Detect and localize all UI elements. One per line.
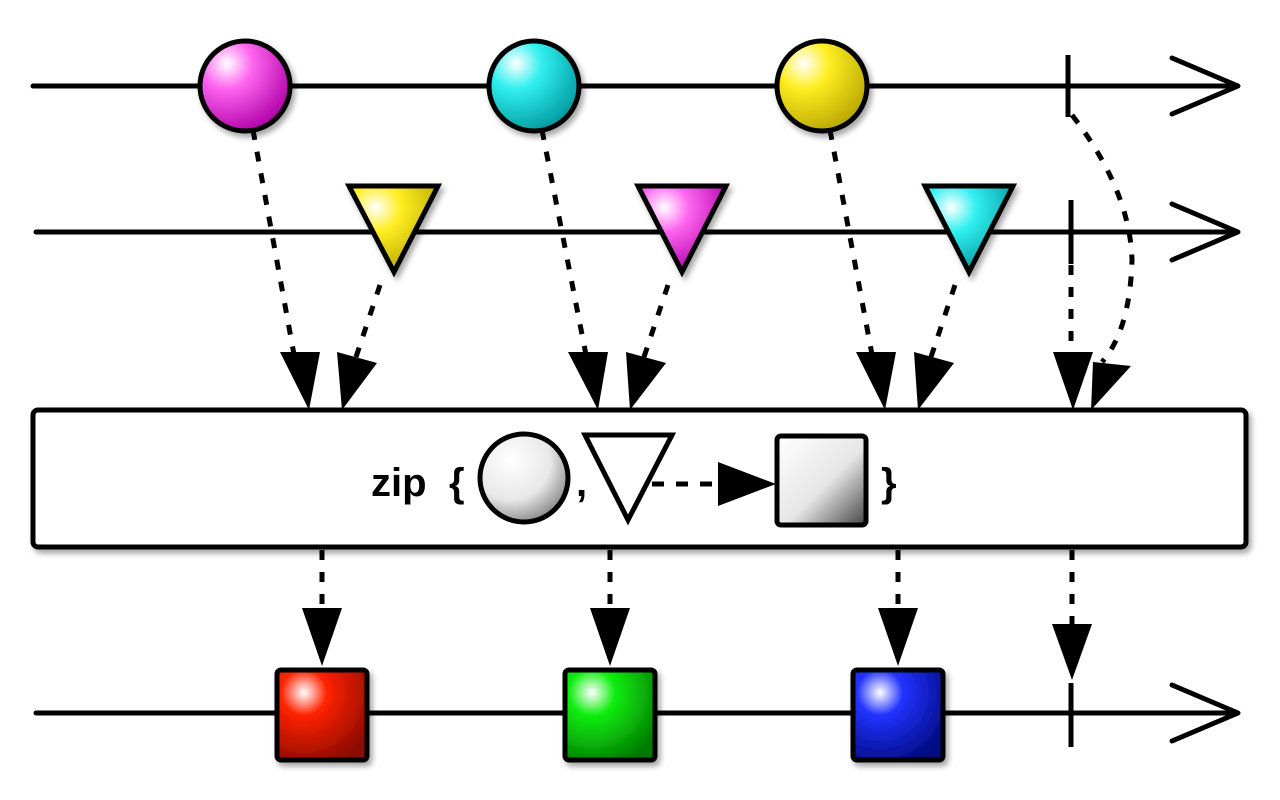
marble-circle-magenta: [197, 38, 293, 134]
filled-arrowhead-icon: [280, 352, 1131, 680]
circle-placeholder-icon: [477, 431, 571, 525]
marble-circle-yellow: [774, 38, 870, 134]
marble-square-red: [274, 667, 370, 763]
filled-arrowhead-icon: [718, 462, 776, 506]
marble-square-blue: [850, 667, 946, 763]
operator-comma: ,: [576, 461, 587, 505]
flow-arrows: [250, 113, 1135, 628]
marble-triangle-magenta: [633, 183, 731, 278]
marble-triangle-yellow: [344, 183, 443, 278]
open-arrowhead-icon: [1169, 682, 1241, 744]
marble-square-green: [562, 667, 658, 763]
square-placeholder-icon: [774, 433, 869, 528]
marble-triangle-cyan: [920, 183, 1018, 278]
triangle-placeholder-icon: [580, 432, 677, 526]
operator-name: zip: [371, 461, 427, 505]
operator-close-brace: }: [881, 461, 897, 505]
operator-label: zip { , }: [371, 431, 897, 528]
marble-circle-cyan: [486, 38, 582, 134]
open-arrowhead-icon: [1169, 55, 1241, 117]
stream-line-source-2: [33, 201, 1241, 263]
operator-open-brace: {: [449, 461, 465, 505]
open-arrowhead-icon: [1169, 201, 1241, 263]
